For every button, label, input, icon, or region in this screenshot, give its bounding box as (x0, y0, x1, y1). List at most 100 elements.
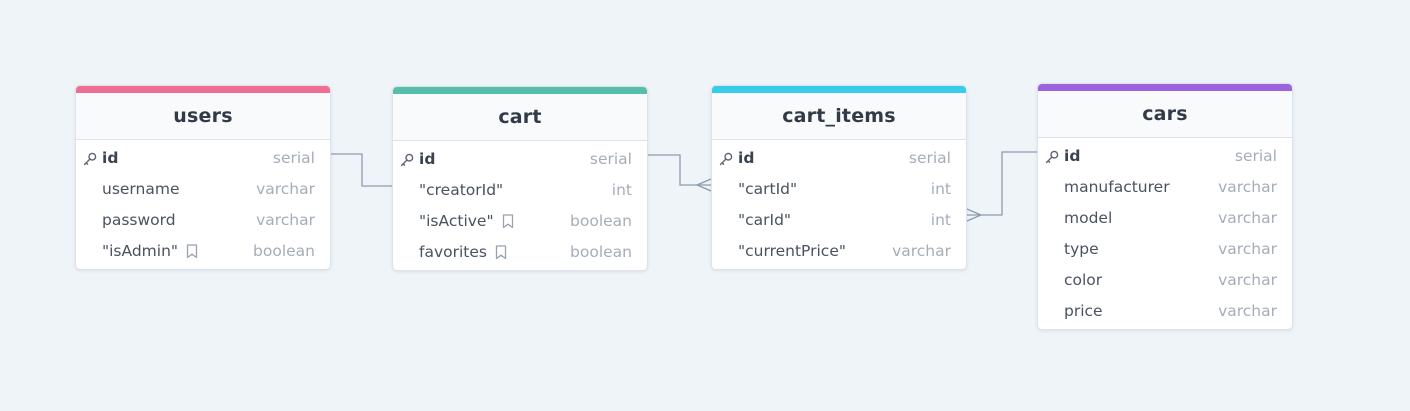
crowfoot-cart-items-carid (966, 208, 983, 222)
field-row[interactable]: favorites boolean (393, 237, 647, 268)
field-row[interactable]: password varchar (76, 205, 330, 236)
bookmark-icon[interactable] (495, 245, 507, 260)
field-row[interactable]: "currentPrice" varchar (712, 236, 966, 267)
bookmark-icon[interactable] (502, 214, 514, 229)
table-header[interactable]: users (76, 93, 330, 140)
field-name: password (102, 211, 176, 229)
field-row[interactable]: "carId" int (712, 205, 966, 236)
field-type: int (611, 181, 632, 199)
relationship-cars-cart-items[interactable] (967, 151, 1037, 216)
field-name: "creatorId" (419, 181, 504, 199)
table-accent (393, 87, 647, 94)
field-left: price (1064, 296, 1103, 327)
field-type: int (930, 211, 951, 229)
field-name: favorites (419, 243, 487, 261)
field-left: "carId" (738, 205, 791, 236)
key-icon (400, 153, 414, 167)
field-left: "creatorId" (419, 175, 503, 206)
field-left: "currentPrice" (738, 236, 846, 267)
field-type: varchar (1218, 178, 1277, 196)
field-left: "isAdmin" (102, 236, 198, 267)
field-row[interactable]: manufacturer varchar (1038, 172, 1292, 203)
field-row[interactable]: model varchar (1038, 203, 1292, 234)
field-type: boolean (253, 242, 315, 260)
field-name: id (419, 150, 436, 168)
field-type: boolean (570, 243, 632, 261)
field-name: "cartId" (738, 180, 798, 198)
field-left: password (102, 205, 176, 236)
field-type: varchar (892, 242, 951, 260)
field-row[interactable]: color varchar (1038, 265, 1292, 296)
field-row[interactable]: type varchar (1038, 234, 1292, 265)
table-header[interactable]: cart_items (712, 93, 966, 140)
field-name: id (738, 149, 755, 167)
field-type: boolean (570, 212, 632, 230)
field-left: "cartId" (738, 174, 797, 205)
field-row[interactable]: id serial (393, 144, 647, 175)
key-icon (83, 152, 97, 166)
field-name: manufacturer (1064, 178, 1170, 196)
field-type: serial (1234, 147, 1277, 165)
key-icon (719, 152, 733, 166)
table-cart[interactable]: cart id serial "creatorId" int "isActive" boo… (392, 86, 648, 271)
field-name: "carId" (738, 211, 792, 229)
field-name: username (102, 180, 180, 198)
relationship-users-cart[interactable] (331, 153, 392, 187)
table-accent (1038, 84, 1292, 91)
field-type: serial (272, 149, 315, 167)
field-name: id (1064, 147, 1081, 165)
field-row[interactable]: username varchar (76, 174, 330, 205)
field-name: id (102, 149, 119, 167)
field-row[interactable]: "isAdmin" boolean (76, 236, 330, 267)
field-left: model (1064, 203, 1112, 234)
field-left: username (102, 174, 180, 205)
field-row[interactable]: "isActive" boolean (393, 206, 647, 237)
field-left: manufacturer (1064, 172, 1170, 203)
key-icon (1045, 150, 1059, 164)
field-type: varchar (256, 180, 315, 198)
field-name: price (1064, 302, 1103, 320)
field-name: "currentPrice" (738, 242, 846, 260)
field-name: "isActive" (419, 212, 494, 230)
crowfoot-cart-items-cartid (695, 178, 712, 192)
field-name: "isAdmin" (102, 242, 179, 260)
field-left: id (1064, 141, 1080, 172)
field-row[interactable]: "creatorId" int (393, 175, 647, 206)
table-header[interactable]: cars (1038, 91, 1292, 138)
bookmark-icon[interactable] (186, 244, 198, 259)
relationship-cart-cart-items[interactable] (648, 154, 711, 186)
field-row[interactable]: price varchar (1038, 296, 1292, 327)
field-name: model (1064, 209, 1113, 227)
field-row[interactable]: id serial (76, 143, 330, 174)
field-row[interactable]: id serial (1038, 141, 1292, 172)
field-left: id (102, 143, 118, 174)
table-cars[interactable]: cars id serial manufacturer varchar model var… (1037, 83, 1293, 330)
field-left: id (738, 143, 754, 174)
field-type: varchar (1218, 240, 1277, 258)
field-row[interactable]: "cartId" int (712, 174, 966, 205)
field-left: type (1064, 234, 1099, 265)
table-users[interactable]: users id serial username varchar password var… (75, 85, 331, 270)
field-left: color (1064, 265, 1102, 296)
field-type: serial (589, 150, 632, 168)
field-list: id serial "cartId" int "carId" int "currentPri… (712, 140, 966, 269)
field-name: type (1064, 240, 1099, 258)
field-type: serial (908, 149, 951, 167)
field-row[interactable]: id serial (712, 143, 966, 174)
field-type: varchar (1218, 302, 1277, 320)
field-type: int (930, 180, 951, 198)
field-list: id serial username varchar password varchar "i… (76, 140, 330, 269)
table-header[interactable]: cart (393, 94, 647, 141)
table-accent (712, 86, 966, 93)
field-type: varchar (1218, 271, 1277, 289)
field-left: favorites (419, 237, 507, 268)
table-accent (76, 86, 330, 93)
field-type: varchar (256, 211, 315, 229)
field-type: varchar (1218, 209, 1277, 227)
field-left: "isActive" (419, 206, 514, 237)
table-cart-items[interactable]: cart_items id serial "cartId" int "carId" int… (711, 85, 967, 270)
field-name: color (1064, 271, 1103, 289)
field-left: id (419, 144, 435, 175)
